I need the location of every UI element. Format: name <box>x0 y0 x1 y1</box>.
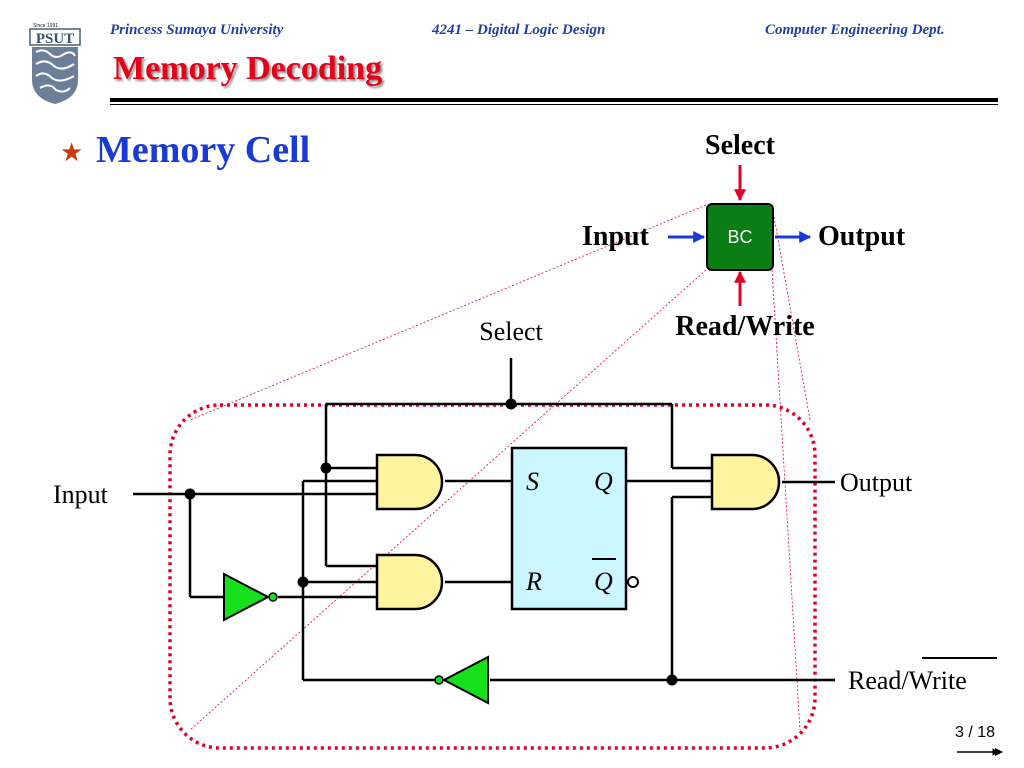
and-gate-top <box>375 453 444 511</box>
title-rule-thin <box>110 104 998 105</box>
junction-dots <box>184 398 678 686</box>
bc-box <box>706 203 774 271</box>
next-arrow-icon[interactable] <box>955 745 1005 759</box>
logo-text: PSUT <box>36 31 74 47</box>
circuit-output-label: Output <box>840 468 913 497</box>
header-course: 4241 – Digital Logic Design <box>432 22 606 38</box>
bc-block: Select Input BC Output Read/Write <box>582 130 906 342</box>
ff-qbar-bubble <box>627 576 639 588</box>
sr-flip-flop <box>510 446 628 611</box>
header-university: Princess Sumaya University <box>110 22 284 38</box>
page-number: 3 / 18 <box>955 724 996 741</box>
circuit-wires <box>133 358 835 682</box>
bc-output-label: Output <box>818 221 906 252</box>
section-heading: Memory Cell <box>96 129 311 171</box>
title-rule <box>110 98 998 102</box>
zoom-guide-lines <box>189 204 811 731</box>
star-icon: ★ <box>60 138 84 168</box>
psut-logo: Since 1991 PSUT <box>29 23 81 104</box>
bc-rw-label: Read/Write <box>675 311 814 342</box>
bc-box-label: BC <box>727 227 752 247</box>
ff-qbar-label: Q <box>594 567 613 596</box>
inverter-input <box>223 572 278 622</box>
header-department: Computer Engineering Dept. <box>765 22 945 38</box>
circuit-rw-label: Read/Write <box>848 666 967 695</box>
inverter-rw <box>434 655 489 705</box>
ff-s-label: S <box>526 467 539 496</box>
ff-r-label: R <box>525 567 542 596</box>
ff-q-label: Q <box>594 467 613 496</box>
zoom-outline <box>168 403 817 750</box>
circuit-input-label: Input <box>53 480 109 509</box>
and-gate-bottom <box>375 553 444 611</box>
circuit-select-label: Select <box>479 317 543 346</box>
bc-select-label: Select <box>705 130 776 161</box>
logo-since: Since 1991 <box>33 23 58 29</box>
bc-input-label: Input <box>582 221 650 252</box>
and-gate-output <box>710 453 781 511</box>
slide-title: Memory Decoding <box>113 50 383 87</box>
